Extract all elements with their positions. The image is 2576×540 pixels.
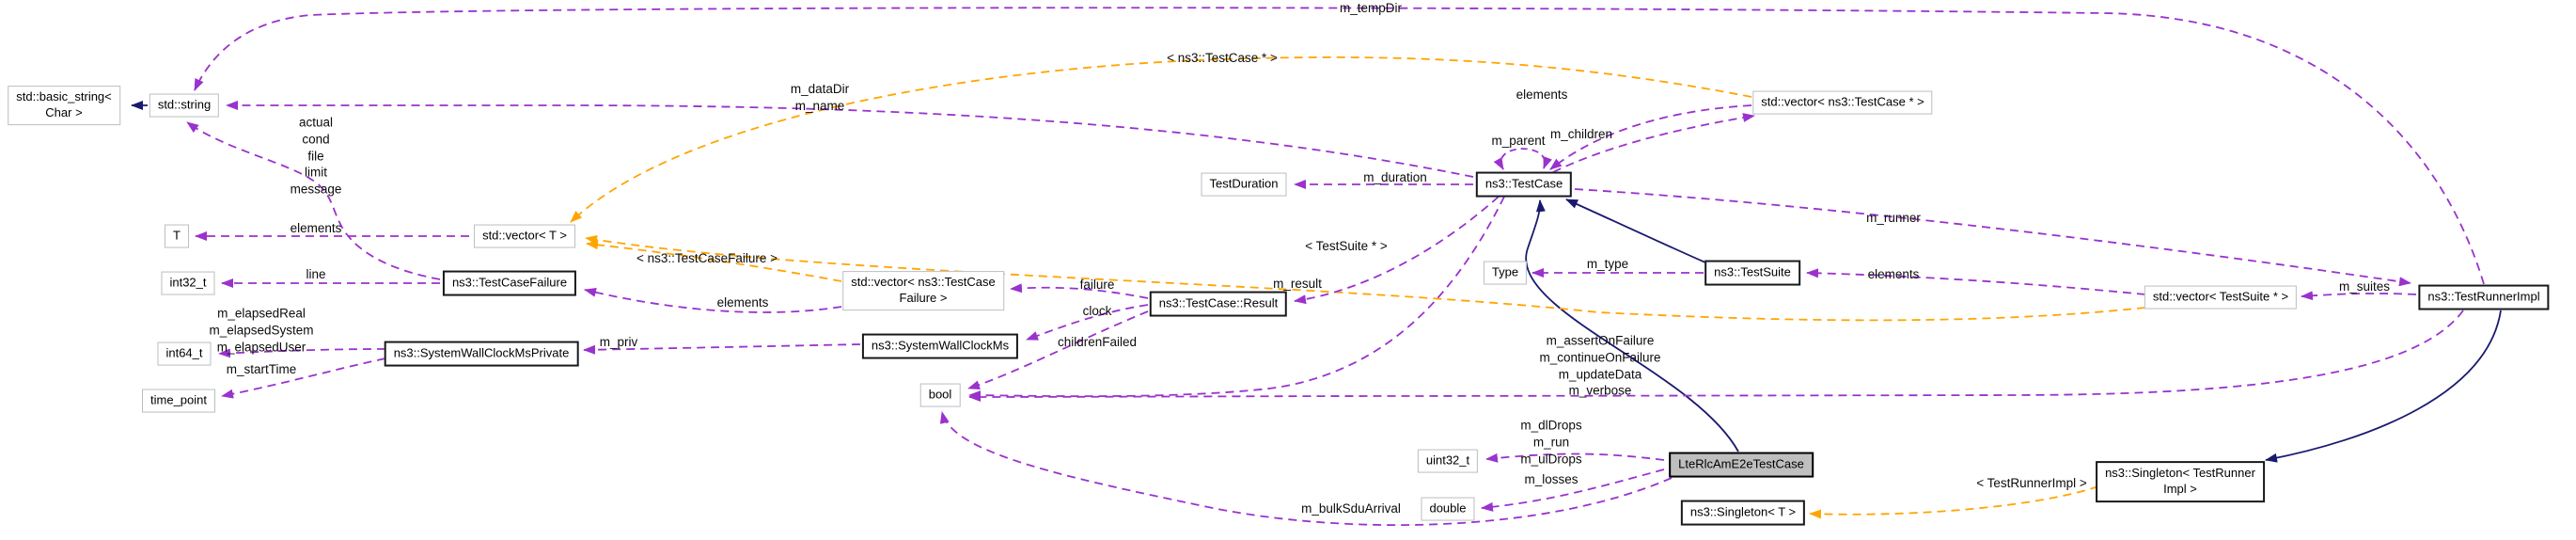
node-ltercamle2etestcase-main: LteRlcAmE2eTestCase [1669, 452, 1814, 478]
node-testcase[interactable]: ns3::TestCase [1475, 171, 1573, 198]
edge-m-runner [1574, 188, 2411, 287]
edge-m-bulksduarrival [939, 411, 1673, 526]
edge-vecsuite-elements [1806, 268, 2146, 295]
node-basic-string[interactable]: std::basic_string< Char > [8, 86, 120, 125]
node-vector-t[interactable]: std::vector< T > [474, 224, 575, 248]
node-vector-testsuite-ptr[interactable]: std::vector< TestSuite * > [2144, 285, 2298, 310]
node-uint32-t[interactable]: uint32_t [1417, 449, 1479, 473]
edge-vecfailure-elements [584, 287, 842, 313]
node-singleton-t[interactable]: ns3::Singleton< T > [1680, 500, 1806, 526]
edge-template-testcasefailure [586, 240, 842, 282]
node-singleton-testrunnerimpl[interactable]: ns3::Singleton< TestRunner Impl > [2096, 461, 2265, 502]
edge-m-starttime [221, 357, 386, 399]
edge-m-suites [2301, 291, 2417, 301]
edge-m-losses [1481, 469, 1665, 512]
edge-m-datadir-m-name [226, 101, 1474, 178]
edge-bool-flags-testcase [968, 196, 1505, 401]
node-testcase-result[interactable]: ns3::TestCase::Result [1149, 291, 1288, 317]
edge-m-priv [583, 343, 861, 355]
edge-clock [1026, 304, 1149, 341]
edge-m-verbose [968, 310, 2464, 402]
edge-m-tempdir [194, 7, 2485, 285]
node-testsuite[interactable]: ns3::TestSuite [1704, 260, 1800, 286]
node-testrunnerimpl[interactable]: ns3::TestRunnerImpl [2418, 284, 2550, 310]
node-testcasefailure[interactable]: ns3::TestCaseFailure [442, 270, 577, 296]
edge-m-result [1294, 196, 1500, 305]
node-int32-t[interactable]: int32_t [161, 271, 215, 295]
edge-uint32-members [1485, 453, 1665, 463]
edge-failure-member [1010, 283, 1149, 299]
node-type[interactable]: Type [1483, 261, 1528, 285]
node-systemwallclockmsprivate[interactable]: ns3::SystemWallClockMsPrivate [384, 341, 579, 367]
node-int64-t[interactable]: int64_t [157, 341, 212, 366]
edge-template-testsuite-ptr [585, 235, 2146, 322]
node-vector-testcasefailure[interactable]: std::vector< ns3::TestCase Failure > [842, 271, 1004, 310]
node-vector-testcase-ptr[interactable]: std::vector< ns3::TestCase * > [1752, 90, 1933, 115]
node-t[interactable]: T [165, 224, 189, 248]
edge-testsuite-inherits-testcase [1565, 199, 1706, 263]
edge-m-children [1552, 113, 1755, 173]
edge-m-elapsed [218, 348, 386, 358]
edge-template-testcase-ptr [570, 56, 1752, 223]
edge-failure-strings [186, 121, 441, 280]
edge-testrunnerimpl-inherits-singleton [2265, 310, 2502, 463]
node-testduration[interactable]: TestDuration [1201, 172, 1287, 197]
edge-ltetestcase-inherits-testcase [1525, 199, 1739, 453]
node-double[interactable]: double [1421, 497, 1475, 521]
edge-template-testrunnerimpl [1809, 485, 2099, 519]
edge-vectestcase-elements [1549, 104, 1752, 170]
edge-childrenfailed [967, 310, 1149, 390]
node-bool[interactable]: bool [919, 383, 961, 407]
edge-m-parent-loop [1493, 148, 1552, 170]
node-systemwallclockms[interactable]: ns3::SystemWallClockMs [861, 333, 1019, 359]
node-std-string[interactable]: std::string [149, 93, 220, 118]
node-time-point[interactable]: time_point [142, 389, 215, 413]
